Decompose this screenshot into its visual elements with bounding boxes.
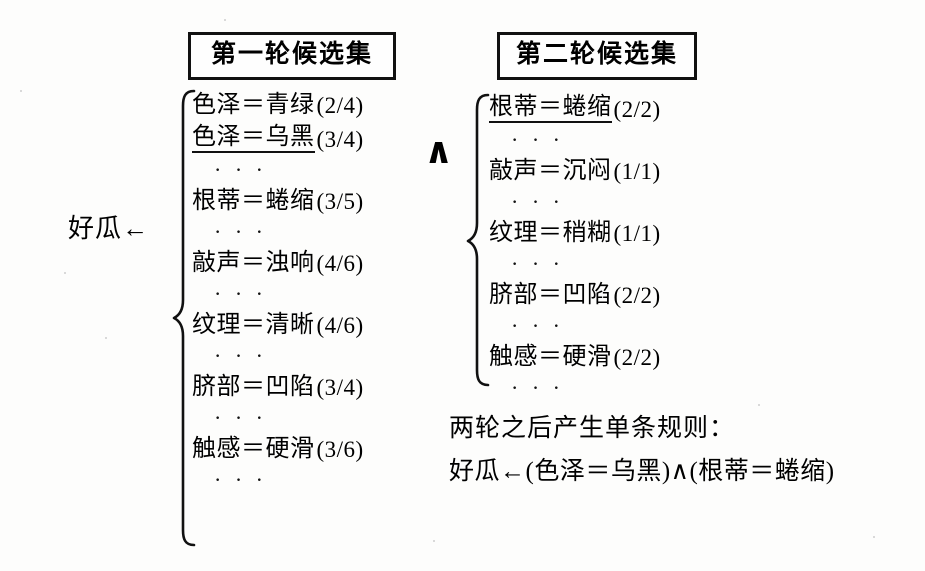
candidate-count: (3/5) xyxy=(316,188,364,214)
candidate-count: (2/2) xyxy=(613,344,661,370)
candidate-count: (3/4) xyxy=(316,126,364,152)
candidate-count: (2/2) xyxy=(613,282,661,308)
round2-title-box: 第二轮候选集 xyxy=(497,32,697,80)
candidate-condition: 纹理＝清晰 xyxy=(192,312,315,338)
candidate-ellipsis: · · · xyxy=(214,343,267,368)
candidate-condition: 色泽＝青绿 xyxy=(192,92,315,118)
candidate-count: (3/6) xyxy=(316,436,364,462)
scan-speckle xyxy=(873,536,875,538)
candidate-ellipsis: · · · xyxy=(214,467,267,492)
candidate-condition: 脐部＝凹陷 xyxy=(489,282,612,308)
candidate-condition: 触感＝硬滑 xyxy=(489,344,612,370)
candidate-count: (1/1) xyxy=(613,158,661,184)
candidate-ellipsis: · · · xyxy=(511,313,564,338)
candidate-row: 触感＝硬滑(3/6) xyxy=(192,432,422,466)
candidate-condition: 根蒂＝蜷缩 xyxy=(489,95,612,123)
candidate-ellipsis: · · · xyxy=(511,375,564,400)
candidate-condition: 敲声＝浊响 xyxy=(192,250,315,276)
candidate-ellipsis: · · · xyxy=(214,405,267,430)
candidate-ellipsis: · · · xyxy=(214,157,267,182)
candidate-count: (1/1) xyxy=(613,220,661,246)
conclusion-block: 两轮之后产生单条规则： 好瓜←(色泽＝乌黑)∧(根蒂＝蜷缩) xyxy=(449,416,889,484)
round2-brace xyxy=(466,92,492,393)
round1-candidate-list: 色泽＝青绿(2/4)色泽＝乌黑(3/4)· · ·根蒂＝蜷缩(3/5)· · ·… xyxy=(192,88,422,494)
candidate-row: 根蒂＝蜷缩(3/5) xyxy=(192,184,422,218)
candidate-row: 脐部＝凹陷(3/4) xyxy=(192,370,422,404)
scan-speckle xyxy=(20,90,22,92)
candidate-row: 敲声＝沉闷(1/1) xyxy=(489,154,719,188)
candidate-count: (4/6) xyxy=(316,312,364,338)
candidate-ellipsis: · · · xyxy=(511,189,564,214)
candidate-row: 触感＝硬滑(2/2) xyxy=(489,340,719,374)
candidate-ellipsis: · · · xyxy=(511,251,564,276)
candidate-condition: 敲声＝沉闷 xyxy=(489,158,612,184)
scan-speckle xyxy=(105,337,107,339)
conclusion-rule: 好瓜←(色泽＝乌黑)∧(根蒂＝蜷缩) xyxy=(449,458,835,485)
candidate-condition: 纹理＝稍糊 xyxy=(489,220,612,246)
candidate-row: 色泽＝乌黑(3/4) xyxy=(192,122,422,156)
candidate-ellipsis: · · · xyxy=(511,127,564,152)
candidate-ellipsis: · · · xyxy=(214,281,267,306)
scan-speckle xyxy=(224,19,226,21)
candidate-row: 根蒂＝蜷缩(2/2) xyxy=(489,92,719,126)
round1-title-label: 第一轮候选集 xyxy=(210,41,373,68)
candidate-condition: 脐部＝凹陷 xyxy=(192,374,315,400)
candidate-count: (4/6) xyxy=(316,250,364,276)
candidate-count: (2/4) xyxy=(316,92,364,118)
rule-head-label: 好瓜← xyxy=(68,214,150,243)
candidate-row: 纹理＝稍糊(1/1) xyxy=(489,216,719,250)
conclusion-caption: 两轮之后产生单条规则： xyxy=(449,415,736,442)
round1-brace xyxy=(172,88,198,553)
candidate-count: (3/4) xyxy=(316,374,364,400)
candidate-ellipsis: · · · xyxy=(214,219,267,244)
scan-speckle xyxy=(433,540,435,542)
candidate-condition: 根蒂＝蜷缩 xyxy=(192,188,315,214)
scan-speckle xyxy=(64,272,66,274)
conjunction-symbol: ∧ xyxy=(424,131,454,171)
candidate-row: 敲声＝浊响(4/6) xyxy=(192,246,422,280)
candidate-row: 色泽＝青绿(2/4) xyxy=(192,88,422,122)
round2-candidate-list: 根蒂＝蜷缩(2/2)· · ·敲声＝沉闷(1/1)· · ·纹理＝稍糊(1/1)… xyxy=(489,92,719,402)
candidate-condition: 触感＝硬滑 xyxy=(192,436,315,462)
candidate-row: 纹理＝清晰(4/6) xyxy=(192,308,422,342)
scan-speckle xyxy=(758,404,760,406)
candidate-condition: 色泽＝乌黑 xyxy=(192,125,315,153)
candidate-row: 脐部＝凹陷(2/2) xyxy=(489,278,719,312)
candidate-count: (2/2) xyxy=(613,96,661,122)
round1-title-box: 第一轮候选集 xyxy=(188,32,396,80)
round2-title-label: 第二轮候选集 xyxy=(515,41,678,68)
